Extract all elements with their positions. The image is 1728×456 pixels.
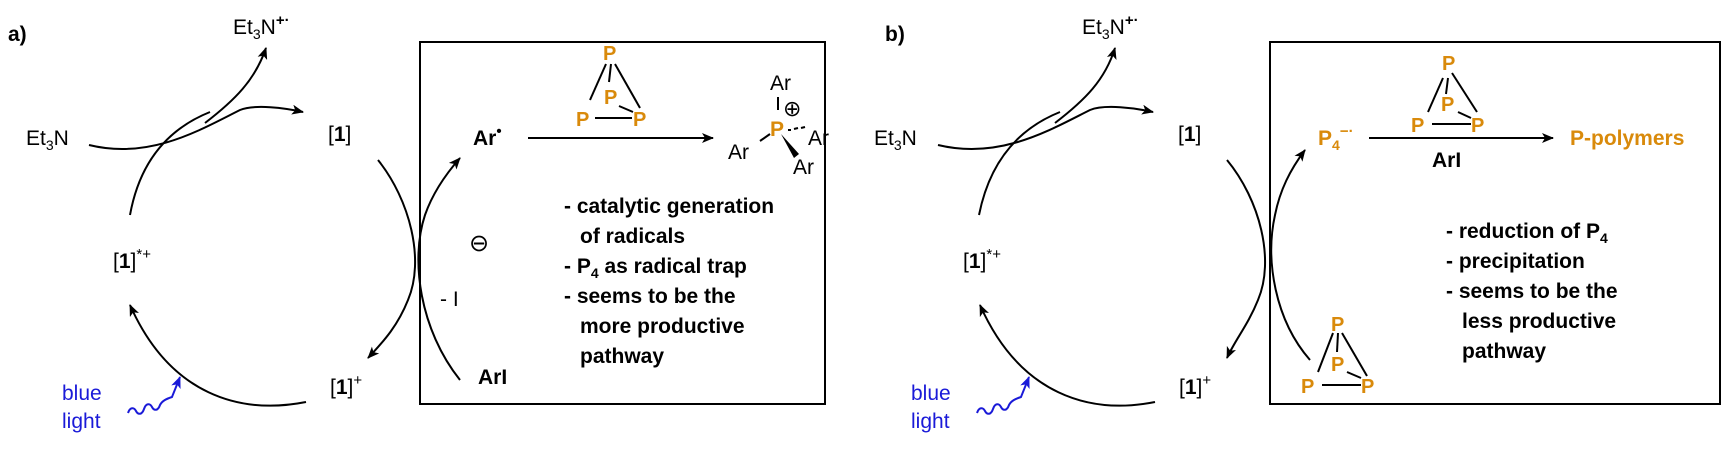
arrow-et3n-to-cat (88, 104, 304, 150)
blue-light-wave-b (976, 376, 1030, 415)
catalyst-oxidized-a: [1]+ (330, 372, 363, 399)
triethylamine-radical-cation-a: Et3N+· (233, 12, 290, 42)
arc-cat-to-oxidized (367, 159, 417, 359)
phosphonium-ar-bottom: Ar (793, 156, 814, 179)
arc-excited-to-cat (129, 111, 211, 216)
svg-text:P: P (576, 109, 589, 131)
blue-light-wave (127, 376, 181, 415)
note-line: - reduction of P4 (1446, 220, 1608, 246)
panel-a-graphics: P P P P (88, 41, 826, 415)
phosphonium-charge-icon: ⊕ (783, 96, 802, 121)
note-line: - seems to be the (564, 285, 736, 308)
svg-text:P: P (1441, 94, 1454, 116)
note-line: - precipitation (1446, 250, 1585, 273)
triethylamine-a: Et3N (26, 127, 69, 153)
arc-excited-to-cat-b (978, 111, 1061, 216)
note-line: less productive (1462, 310, 1617, 333)
aryl-iodide-a: ArI (478, 366, 508, 389)
arc-cat-to-oxidized-b (1226, 159, 1267, 359)
panel-b-label: b) (885, 23, 905, 46)
svg-text:P: P (604, 87, 617, 109)
p-polymers-product: P-polymers (1570, 127, 1685, 150)
svg-text:P: P (1331, 354, 1344, 376)
note-line: - catalytic generation (564, 195, 775, 218)
arc-oxidized-to-excited-b (979, 304, 1156, 407)
phosphonium-ar-right: Ar (808, 127, 829, 150)
phosphonium-ar-left: Ar (728, 141, 749, 164)
panel-a-box (419, 41, 826, 405)
p4-tetrahedron-a: P P P P (576, 43, 646, 131)
arc-oxidized-to-excited (129, 304, 307, 407)
arrow-et3n-to-cat-b (937, 104, 1154, 150)
phosphonium-p: P (770, 118, 785, 141)
svg-text:P: P (1442, 53, 1455, 75)
triethylamine-b: Et3N (874, 127, 917, 153)
panel-b-notes: - reduction of P4 - precipitation - seem… (1446, 217, 1618, 367)
phosphonium-ar-top: Ar (770, 72, 791, 95)
note-line: - P4 as radical trap (564, 255, 747, 281)
svg-text:P: P (603, 43, 616, 65)
panel-b-graphics: P P P P P P P P (937, 41, 1721, 415)
arc-aryl-iodide-to-radical (417, 157, 461, 381)
svg-text:P: P (1411, 115, 1424, 137)
catalyst-b: [1] (1178, 123, 1202, 146)
catalyst-a: [1] (328, 123, 352, 146)
svg-text:P: P (1471, 115, 1484, 137)
note-line: - seems to be the (1446, 280, 1618, 303)
minus-iodide-a: - I (440, 288, 459, 311)
note-line: pathway (580, 345, 665, 368)
catalyst-excited-b: [1]*+ (963, 246, 1001, 273)
catalyst-excited-a: [1]*+ (113, 246, 151, 273)
p4-radical-anion: P4−· (1318, 123, 1354, 153)
arc-p4-to-anion-b (1270, 149, 1311, 361)
note-line: more productive (580, 315, 745, 338)
iodide-charge-icon: ⊖ (469, 230, 490, 257)
svg-text:P: P (633, 109, 646, 131)
aryl-radical: Ar• (473, 123, 502, 150)
panel-a-notes: - catalytic generation of radicals - P4 … (564, 192, 774, 372)
svg-text:P: P (1301, 376, 1314, 398)
triethylamine-radical-cation-b: Et3N+· (1082, 12, 1139, 42)
catalyst-oxidized-b: [1]+ (1179, 372, 1212, 399)
phosphonium-bonds (759, 97, 806, 158)
arrow-to-et3n-radical-b (1054, 47, 1117, 124)
svg-text:P: P (1361, 376, 1374, 398)
p4-tetrahedron-b-bottom: P P P P (1301, 314, 1374, 398)
panel-b-box (1269, 41, 1721, 405)
panel-a-label: a) (8, 23, 27, 46)
reagent-aryl-iodide-b: ArI (1432, 149, 1462, 172)
p4-tetrahedron-b-top: P P P P (1411, 53, 1484, 137)
note-line: of radicals (580, 225, 686, 248)
note-line: pathway (1462, 340, 1547, 363)
svg-text:P: P (1331, 314, 1344, 336)
arrow-to-et3n-radical (204, 47, 268, 124)
